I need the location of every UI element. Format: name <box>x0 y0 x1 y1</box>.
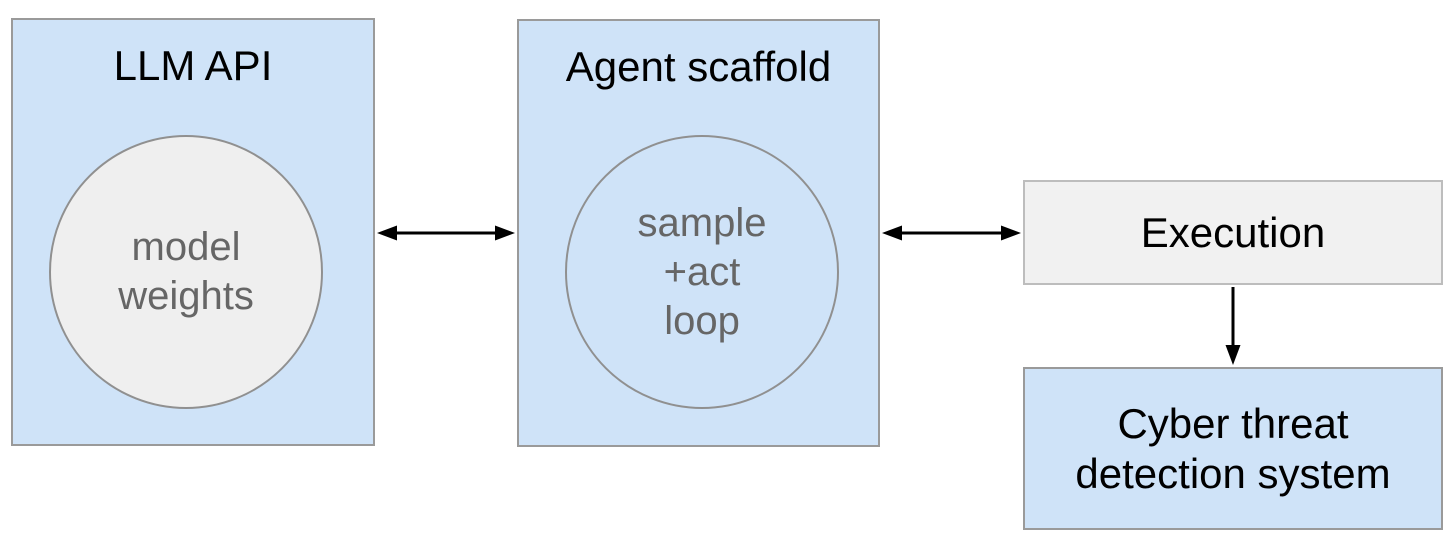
execution-label: Execution <box>1140 208 1326 256</box>
model-weights-label-line2: weights <box>118 274 254 318</box>
llm-api-title: LLM API <box>113 42 273 89</box>
arrow-agent-execution-bidirectional <box>882 225 1021 241</box>
model-weights-label-line1: model <box>131 225 241 269</box>
model-weights-circle: model weights <box>49 135 323 409</box>
agent-scaffold-title: Agent scaffold <box>565 43 832 90</box>
sample-act-loop-label-line3: loop <box>664 298 740 343</box>
arrow-execution-cyber-down <box>1225 287 1241 365</box>
agent-scaffold-box: Agent scaffold sample +act loop <box>517 19 880 447</box>
cyber-threat-label-line1: Cyber threat <box>1117 399 1349 447</box>
sample-act-loop-label-line1: sample <box>637 200 767 245</box>
llm-api-box: LLM API model weights <box>11 18 375 446</box>
arrow-llm-agent-bidirectional <box>377 225 515 241</box>
cyber-threat-box: Cyber threat detection system <box>1023 367 1443 530</box>
sample-act-loop-circle: sample +act loop <box>565 135 839 409</box>
execution-box: Execution <box>1023 180 1443 285</box>
cyber-threat-label-line2: detection system <box>1075 449 1391 497</box>
sample-act-loop-label-line2: +act <box>663 249 741 294</box>
